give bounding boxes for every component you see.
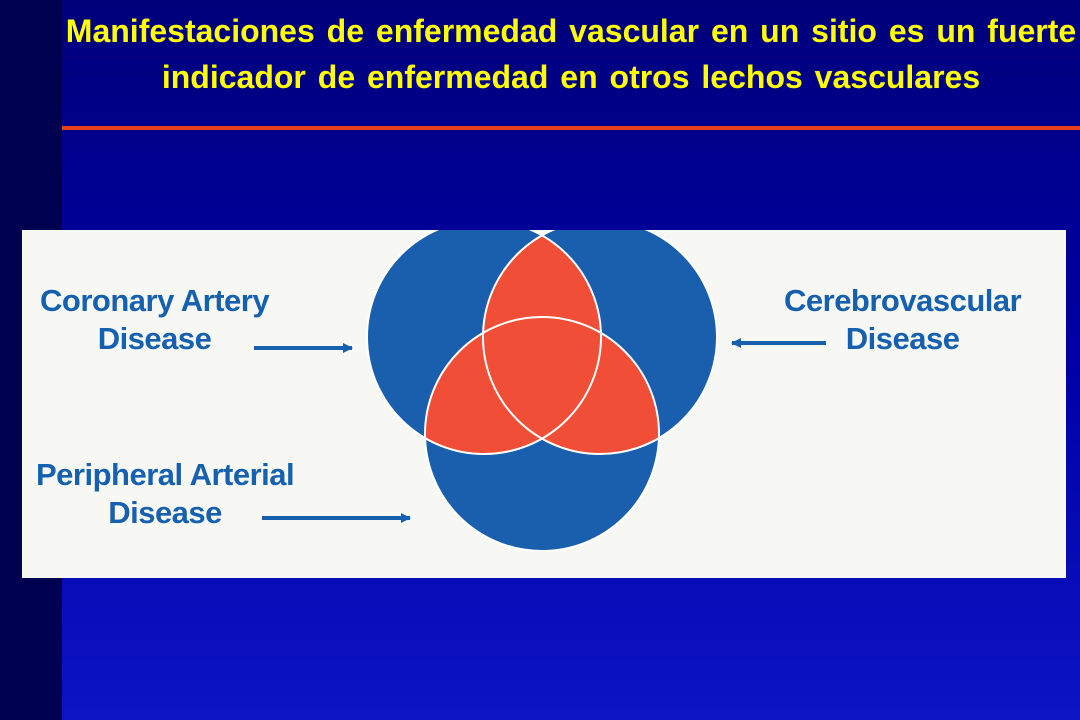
coronary-artery-label: Coronary Artery Disease xyxy=(40,283,270,356)
title-rule xyxy=(62,126,1080,130)
peripheral-outline xyxy=(424,316,660,552)
cerebrovascular-label: Cerebrovascular Disease xyxy=(784,283,1022,356)
peripheral-arterial-label: Peripheral Arterial Disease xyxy=(36,457,295,530)
slide-title: Manifestaciones de enfermedad vascular e… xyxy=(65,13,1077,95)
cerebrovascular-outline xyxy=(482,230,718,455)
venn-diagram-panel: Coronary Artery Disease Cerebrovascular … xyxy=(22,230,1066,578)
coronary-outline xyxy=(366,230,602,455)
venn-diagram xyxy=(254,230,826,552)
